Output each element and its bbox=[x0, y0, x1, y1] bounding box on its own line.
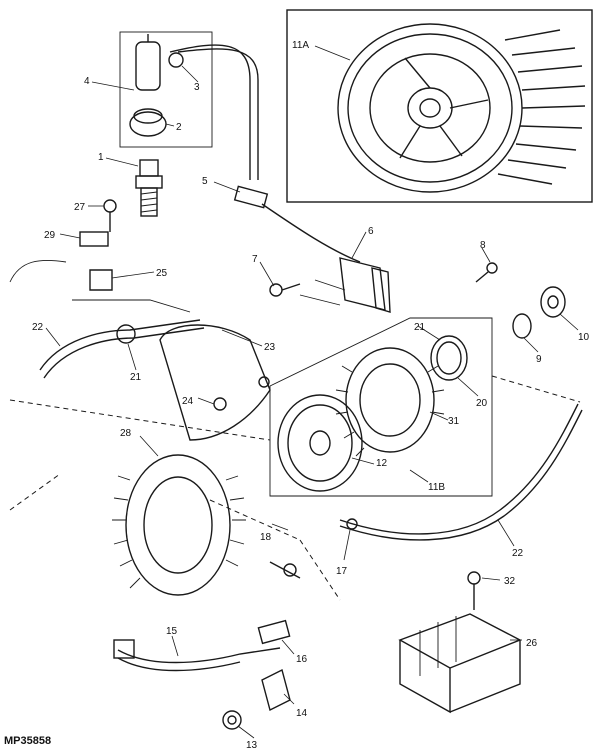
callout-21-left: 21 bbox=[130, 372, 142, 383]
callout-13: 13 bbox=[246, 740, 258, 751]
reference-lines bbox=[9, 375, 581, 601]
callout-26: 26 bbox=[526, 638, 538, 649]
callout-29: 29 bbox=[44, 230, 56, 241]
spark-plug-cap-group bbox=[119, 31, 259, 180]
callout-8: 8 bbox=[480, 240, 486, 251]
figure-id: MP35858 bbox=[4, 735, 51, 747]
callout-28: 28 bbox=[120, 428, 132, 439]
callout-9: 9 bbox=[536, 354, 542, 365]
callout-31: 31 bbox=[448, 416, 460, 427]
callout-labels: 11A 4 2 3 1 5 6 7 8 27 29 25 22 21 21 23… bbox=[32, 40, 590, 751]
harness-lower bbox=[113, 561, 301, 730]
callout-22-lower: 22 bbox=[512, 548, 524, 559]
callout-25: 25 bbox=[156, 268, 168, 279]
callout-11A: 11A bbox=[292, 40, 309, 51]
callout-7: 7 bbox=[252, 254, 258, 265]
flywheel-inset bbox=[286, 9, 593, 203]
stator-assembly bbox=[112, 324, 271, 596]
callout-6: 6 bbox=[368, 226, 374, 237]
callout-5: 5 bbox=[202, 176, 208, 187]
callout-3: 3 bbox=[194, 82, 200, 93]
callout-27: 27 bbox=[74, 202, 86, 213]
leader-lines bbox=[45, 45, 579, 739]
callout-18: 18 bbox=[260, 532, 272, 543]
bolts-top bbox=[269, 262, 498, 297]
spark-plug bbox=[135, 159, 163, 217]
callout-32: 32 bbox=[504, 576, 516, 587]
wire-lower bbox=[339, 403, 583, 541]
callout-12: 12 bbox=[376, 458, 388, 469]
callout-11B: 11B bbox=[428, 482, 445, 493]
callout-10: 10 bbox=[578, 332, 590, 343]
callout-15: 15 bbox=[166, 626, 178, 637]
pulley-right bbox=[512, 286, 566, 339]
callout-24: 24 bbox=[182, 396, 194, 407]
callout-1: 1 bbox=[98, 152, 104, 163]
callout-23: 23 bbox=[264, 342, 276, 353]
ignition-lead bbox=[233, 185, 391, 313]
rectifier bbox=[398, 571, 522, 714]
callout-21-right: 21 bbox=[414, 322, 426, 333]
callout-17: 17 bbox=[336, 566, 348, 577]
callout-16: 16 bbox=[296, 654, 308, 665]
callout-20: 20 bbox=[476, 398, 488, 409]
callout-22-upper: 22 bbox=[32, 322, 44, 333]
rotor-box bbox=[269, 317, 493, 497]
callout-2: 2 bbox=[176, 122, 182, 133]
harness-left bbox=[9, 199, 205, 379]
callout-14: 14 bbox=[296, 708, 308, 719]
callout-4: 4 bbox=[84, 76, 90, 87]
